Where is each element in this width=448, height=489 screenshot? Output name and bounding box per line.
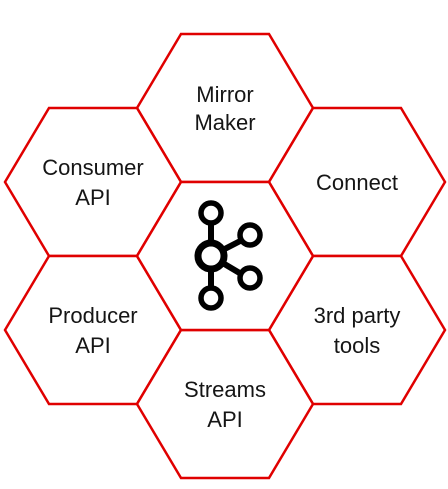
- hexagon-producer-api: Producer API: [3, 254, 183, 406]
- hexagon-producer-api-label-line1: Producer: [48, 303, 137, 328]
- hexagon-third-party-tools-label-line2: tools: [334, 333, 380, 358]
- hexagon-third-party-tools-label-line1: 3rd party: [314, 303, 401, 328]
- hexagon-mirror-maker-label-line1: Mirror: [196, 82, 253, 107]
- kafka-logo-icon: [194, 200, 263, 311]
- hexagon-streams-api-label-line1: Streams: [184, 377, 266, 402]
- hexagon-mirror-maker-label-line2: Maker: [194, 110, 255, 135]
- hexagon-streams-api: Streams API: [135, 328, 315, 480]
- hexagon-streams-api-label-line2: API: [207, 407, 242, 432]
- hexagon-center: [135, 180, 315, 332]
- hexagon-connect-label: Connect: [316, 170, 398, 195]
- hexagon-consumer-api-label-line1: Consumer: [42, 155, 143, 180]
- hexagon-producer-api-label-line2: API: [75, 333, 110, 358]
- hexagon-consumer-api-label-line2: API: [75, 185, 110, 210]
- hexagon-connect: Connect: [267, 106, 447, 258]
